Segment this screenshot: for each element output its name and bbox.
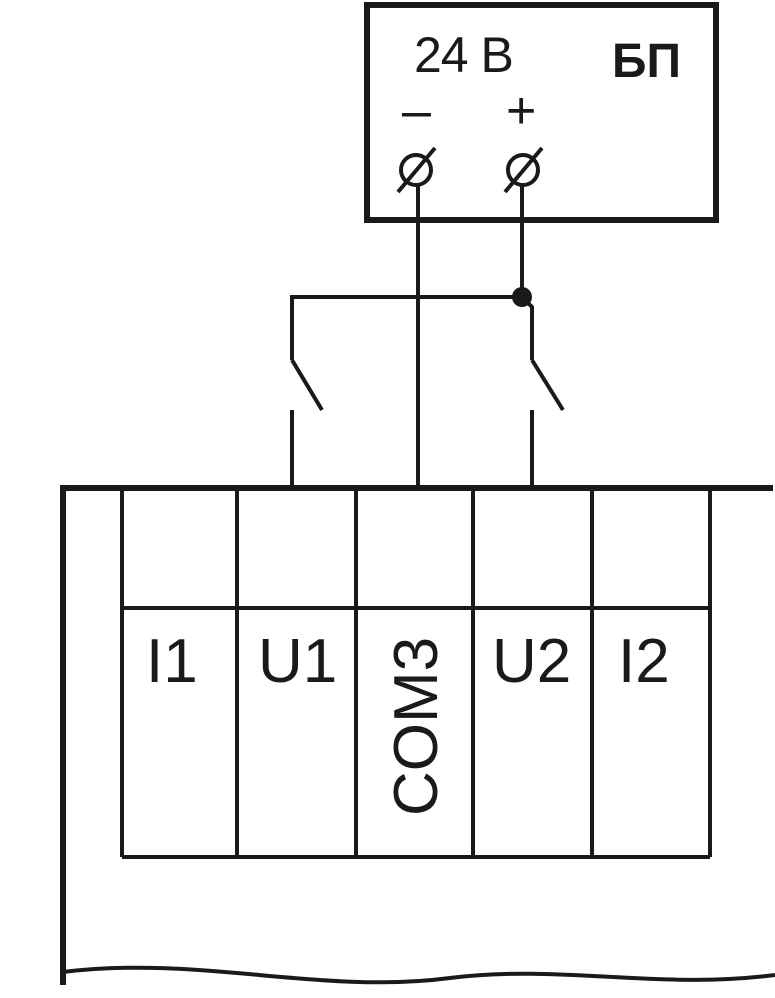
power-supply-name: БП: [612, 35, 681, 88]
terminal-label-com3: COM3: [382, 637, 451, 816]
terminal-block: [120, 488, 712, 859]
switch-left-contact: [290, 358, 324, 412]
power-supply-voltage: 24 В: [414, 27, 513, 83]
terminal-label-u1: U1: [258, 627, 337, 696]
positive-bus: [290, 295, 522, 360]
negative-sign: –: [402, 82, 431, 140]
power-supply-box: [364, 2, 719, 223]
device-housing: [60, 485, 773, 985]
terminal-label-u2: U2: [492, 627, 571, 696]
terminal-label-i1: I1: [146, 627, 198, 696]
positive-sign: +: [506, 82, 536, 140]
terminal-label-i2: I2: [618, 627, 670, 696]
positive-branch-right: [520, 295, 534, 360]
switch-right-contact: [530, 358, 565, 412]
device-break-line: [62, 965, 775, 985]
